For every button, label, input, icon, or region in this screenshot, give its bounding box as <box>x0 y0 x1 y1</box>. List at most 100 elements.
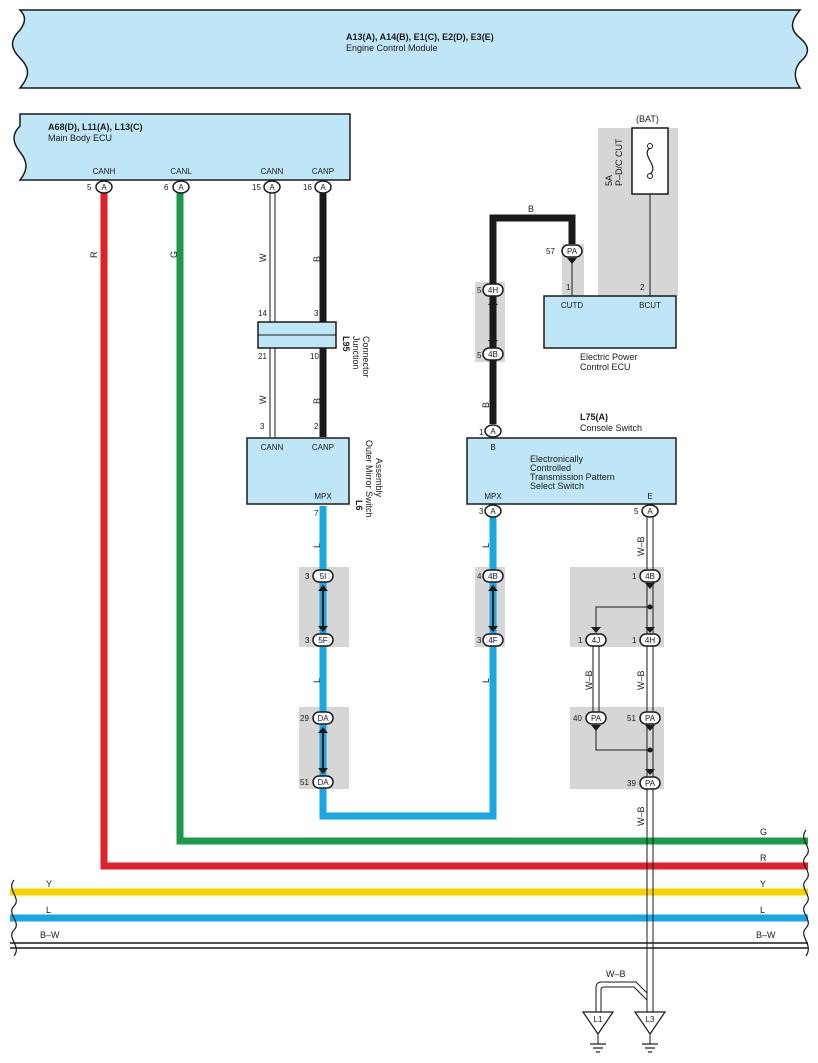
wire-branch-4j <box>595 606 650 633</box>
svg-text:1: 1 <box>632 636 637 645</box>
bus-label-bw-right: B–W <box>756 930 776 940</box>
svg-text:4H: 4H <box>645 636 655 645</box>
wire-label-b-4: B <box>481 402 491 408</box>
wire-label-w-2: W <box>258 395 268 404</box>
break-right <box>803 829 809 957</box>
console-inner-3: Transmission Pattern <box>530 472 615 482</box>
svg-text:5: 5 <box>634 507 639 516</box>
console-pin-b-connector: 1 A <box>479 424 502 438</box>
epc-pin-cutd: CUTD <box>561 301 583 310</box>
ecm-box <box>11 9 809 89</box>
bus-label-y-right: Y <box>760 879 766 889</box>
wire-canl-green <box>176 186 808 845</box>
connector-pa-40: 40 PA <box>573 711 607 725</box>
arrow-up-4b <box>488 585 498 591</box>
svg-text:A: A <box>490 507 496 516</box>
wire-label-b-2: B <box>312 398 322 404</box>
break-left <box>11 879 17 957</box>
svg-text:DA: DA <box>317 714 329 723</box>
connector-4h-1: 1 4H <box>632 633 661 647</box>
arrow-up-5i <box>318 585 328 591</box>
svg-text:51: 51 <box>300 778 309 787</box>
wire-label-b-3: B <box>528 204 534 214</box>
svg-text:1: 1 <box>632 572 637 581</box>
junction-pin-21: 21 <box>258 352 267 361</box>
pin-canl-label: CANL <box>170 167 192 176</box>
svg-text:4B: 4B <box>488 350 498 359</box>
pin-canp-label: CANP <box>312 167 334 176</box>
svg-text:4B: 4B <box>488 572 498 581</box>
console-pin-e-connector: 5 A <box>634 504 659 518</box>
ecu-pin-canp: 16 A <box>303 180 332 194</box>
mirror-name-2: Assembly <box>374 458 384 498</box>
svg-text:A: A <box>320 183 326 192</box>
console-pin-b: B <box>490 443 495 452</box>
wire-label-g: G <box>169 251 179 258</box>
arrow-down-da <box>318 768 328 774</box>
main-body-ecu-codes: A68(D), L11(A), L13(C) <box>48 122 143 132</box>
svg-text:A: A <box>490 427 496 436</box>
svg-text:A: A <box>269 183 275 192</box>
svg-text:57: 57 <box>546 247 555 256</box>
connector-5i: 3 5I <box>305 569 334 583</box>
fuse-terminal-top <box>647 143 653 149</box>
mirror-num-cann: 3 <box>260 422 265 431</box>
wire-canh-red <box>100 186 808 870</box>
wire-label-l-1: L <box>312 543 322 548</box>
svg-text:PA: PA <box>591 714 602 723</box>
wire-label-wb-4: W–B <box>636 806 646 826</box>
main-body-ecu-name: Main Body ECU <box>48 133 112 143</box>
bus-label-g: G <box>760 827 767 837</box>
bus-label-l-left: L <box>46 905 51 915</box>
arrow-down-pa39 <box>645 769 655 775</box>
svg-text:3: 3 <box>305 572 310 581</box>
fuse-rating: 5A <box>604 175 614 186</box>
splice-dot-2 <box>647 747 653 753</box>
console-inner-2: Controlled <box>530 463 571 473</box>
wire-label-wb-2: W–B <box>584 670 594 690</box>
ecu-pin-cann: 15 A <box>252 180 281 194</box>
bus-label-r: R <box>760 853 767 863</box>
connector-4b-1: 1 4B <box>632 569 661 583</box>
main-body-ecu-box <box>13 113 351 181</box>
svg-text:PA: PA <box>645 714 656 723</box>
svg-text:40: 40 <box>573 714 582 723</box>
svg-text:A: A <box>178 183 184 192</box>
junction-pin-14: 14 <box>258 309 267 318</box>
svg-text:4B: 4B <box>645 572 655 581</box>
svg-text:16: 16 <box>303 183 312 192</box>
junction-name-2: Connector <box>361 336 371 378</box>
wire-branch-pa40 <box>595 726 650 751</box>
connector-4j-1: 1 4J <box>578 633 607 647</box>
svg-text:PA: PA <box>645 779 656 788</box>
connector-pa57: 57 PA <box>546 244 583 264</box>
svg-text:5: 5 <box>477 351 482 360</box>
wire-label-l-3: L <box>481 543 491 548</box>
arrow-down-4b-1 <box>645 583 655 589</box>
mirror-num-mpx: 7 <box>314 509 319 518</box>
arrow-up-4h <box>488 299 498 305</box>
epc-name-2: Control ECU <box>580 362 631 372</box>
mirror-pin-mpx: MPX <box>314 492 332 501</box>
svg-text:15: 15 <box>252 183 261 192</box>
mirror-name-1: Outer Mirror Switch <box>364 440 374 518</box>
ground-l3-label: L3 <box>646 1015 655 1024</box>
wire-label-b-1: B <box>312 256 322 262</box>
svg-text:A: A <box>647 507 653 516</box>
svg-text:DA: DA <box>317 778 329 787</box>
connector-4h-5: 5 4H <box>477 283 504 297</box>
ground-l3-triangle <box>633 1011 667 1036</box>
mirror-pin-canp: CANP <box>312 443 334 452</box>
svg-text:3: 3 <box>479 507 484 516</box>
mirror-code: L6 <box>354 500 364 511</box>
epc-pin-bcut: BCUT <box>639 301 661 310</box>
bus-label-bw-left: B–W <box>40 930 60 940</box>
arrow-down-pa51 <box>645 725 655 731</box>
svg-text:4F: 4F <box>488 636 497 645</box>
arrow-up-da <box>318 727 328 733</box>
svg-text:1: 1 <box>578 636 583 645</box>
connector-4f-3: 3 4F <box>477 633 504 647</box>
svg-text:3: 3 <box>305 636 310 645</box>
svg-text:4J: 4J <box>592 636 600 645</box>
